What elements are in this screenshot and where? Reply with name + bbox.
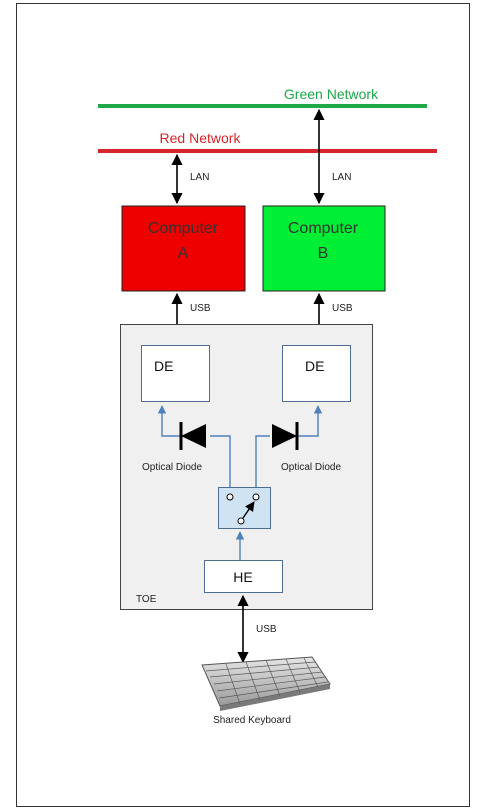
de-left-label: DE: [154, 358, 173, 374]
he-label: HE: [233, 569, 252, 585]
usb-label-b: USB: [332, 303, 353, 314]
de-right-box: [282, 345, 351, 402]
keyboard-icon: [201, 656, 331, 711]
green-network-label: Green Network: [284, 86, 379, 102]
optical-diode-left-label: Optical Diode: [142, 462, 202, 473]
wire-switch-to-right-diode: [255, 435, 270, 494]
toe-label: TOE: [136, 594, 157, 605]
computer-b-box: [262, 205, 386, 292]
lan-label-b: LAN: [332, 172, 351, 183]
optical-diode-right-label: Optical Diode: [281, 462, 341, 473]
wire-switch-to-left-diode: [210, 435, 231, 494]
computer-a-id: A: [178, 245, 189, 262]
usb-label-a: USB: [190, 303, 211, 314]
he-box: [204, 560, 283, 593]
usb-label-keyboard: USB: [256, 624, 277, 635]
computer-a-box: [121, 205, 246, 292]
wire-right-diode-to-de: [297, 405, 323, 437]
de-left-box: [141, 345, 210, 402]
computer-b-label: Computer: [288, 220, 359, 237]
computer-a-label: Computer: [148, 220, 219, 237]
internal-wiring: [157, 405, 323, 560]
keyboard-label: Shared Keyboard: [213, 715, 291, 726]
selector-switch-box: [218, 487, 271, 529]
de-right-label: DE: [305, 358, 324, 374]
wire-left-diode-to-de: [157, 405, 181, 437]
lan-label-a: LAN: [190, 172, 209, 183]
optical-diode-left-icon: [179, 422, 206, 450]
optical-diode-right-icon: [272, 422, 299, 450]
switch-icon: [226, 493, 260, 525]
red-network-label: Red Network: [160, 130, 242, 146]
computer-b-id: B: [318, 245, 329, 262]
